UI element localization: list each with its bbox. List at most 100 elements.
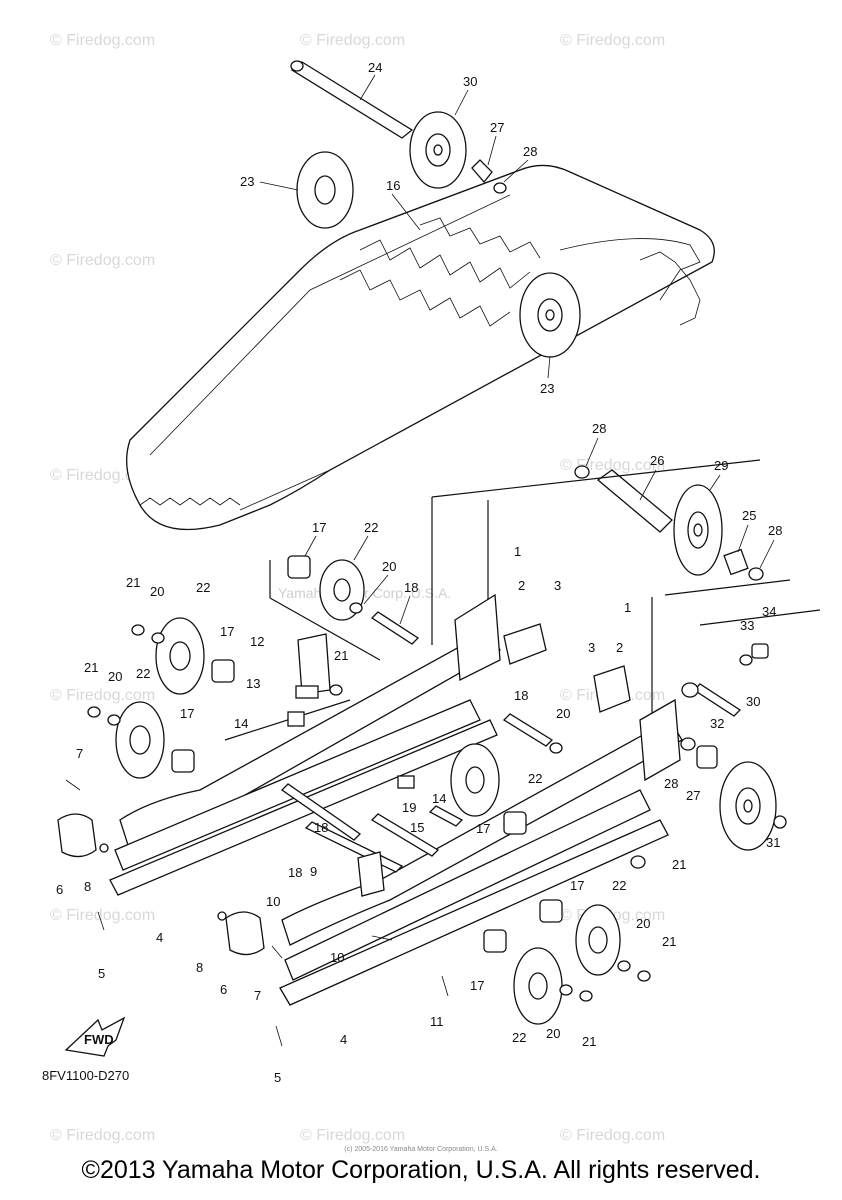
callout-10: 10 — [266, 894, 280, 909]
center-watermark: Yamaha Motor Corp. U.S.A. — [278, 585, 451, 601]
callout-22: 22 — [512, 1030, 526, 1045]
callout-18: 18 — [288, 865, 302, 880]
collar-28b — [574, 465, 590, 479]
nut-21d — [630, 855, 646, 869]
callout-19: 19 — [402, 800, 416, 815]
callout-18: 18 — [404, 580, 418, 595]
guide-6b — [225, 911, 265, 956]
bracket-1b — [593, 665, 631, 713]
copyright-notice: ©2013 Yamaha Motor Corporation, U.S.A. A… — [81, 1156, 761, 1184]
callout-21: 21 — [582, 1034, 596, 1049]
callout-34: 34 — [762, 604, 776, 619]
callout-20: 20 — [546, 1026, 560, 1041]
callout-22: 22 — [612, 878, 626, 893]
callout-20: 20 — [382, 559, 396, 574]
callout-17: 17 — [470, 978, 484, 993]
collar-17d — [503, 811, 527, 835]
watermark: © Firedog.com — [560, 1127, 665, 1144]
callout-18: 18 — [314, 820, 328, 835]
washer-20a — [349, 602, 363, 614]
rear-axle-assembly — [290, 60, 581, 358]
callout-22: 22 — [364, 520, 378, 535]
callout-24: 24 — [368, 60, 382, 75]
callout-25: 25 — [742, 508, 756, 523]
callout-10: 10 — [330, 950, 344, 965]
bracket-13 — [295, 685, 319, 699]
washer-20e — [617, 960, 631, 972]
callout-21: 21 — [126, 575, 140, 590]
callout-28: 28 — [768, 523, 782, 538]
collar-34 — [751, 643, 769, 659]
stopper-12 — [297, 633, 331, 695]
watermark: © Firedog.com — [50, 252, 155, 269]
nut-21c — [87, 706, 101, 718]
callout-18: 18 — [514, 688, 528, 703]
callout-20: 20 — [108, 669, 122, 684]
callout-labels: 24 30 27 28 23 16 23 28 26 29 25 28 17 2… — [56, 60, 782, 1085]
callout-21: 21 — [334, 648, 348, 663]
collar-27b — [696, 745, 718, 769]
callout-11: 11 — [430, 1014, 444, 1029]
callout-5: 5 — [98, 966, 105, 981]
callout-17: 17 — [476, 821, 490, 836]
screw-8b — [217, 911, 227, 921]
callout-32: 32 — [710, 716, 724, 731]
screw-8a — [99, 843, 109, 853]
callout-28: 28 — [592, 421, 606, 436]
washer-20b — [151, 632, 165, 644]
callout-3: 3 — [554, 578, 561, 593]
callout-15: 15 — [410, 820, 424, 835]
callout-28: 28 — [664, 776, 678, 791]
callout-23: 23 — [540, 381, 554, 396]
collar-28d — [680, 737, 696, 751]
nut-21b — [329, 684, 343, 696]
nut-21f — [579, 990, 593, 1002]
nut-21a — [131, 624, 145, 636]
watermark: © Firedog.com — [50, 1127, 155, 1144]
callout-7: 7 — [76, 746, 83, 761]
callout-29: 29 — [714, 458, 728, 473]
rail-right-lower — [279, 819, 669, 1006]
watermark: © Firedog.com — [300, 32, 405, 49]
collar-33 — [739, 654, 753, 666]
callout-26: 26 — [650, 453, 664, 468]
callout-14: 14 — [432, 791, 446, 806]
callout-21: 21 — [662, 934, 676, 949]
callout-4: 4 — [340, 1032, 347, 1047]
callout-3: 3 — [588, 640, 595, 655]
block-14a — [287, 711, 305, 727]
callout-2: 2 — [616, 640, 623, 655]
callout-20: 20 — [150, 584, 164, 599]
lower-wheels — [115, 559, 777, 1025]
bolt-18b — [502, 713, 554, 747]
callout-17: 17 — [570, 878, 584, 893]
collar-17f — [483, 929, 507, 953]
small-copyright: (c) 2005-2016 Yamaha Motor Corporation, … — [344, 1146, 498, 1153]
collar-25 — [723, 548, 749, 576]
callout-17: 17 — [312, 520, 326, 535]
callout-21: 21 — [84, 660, 98, 675]
bracket-1a — [503, 623, 547, 665]
callout-17: 17 — [220, 624, 234, 639]
collar-27a — [471, 159, 493, 184]
callout-22: 22 — [136, 666, 150, 681]
callout-30: 30 — [746, 694, 760, 709]
nut-31 — [773, 815, 787, 829]
callout-21: 21 — [672, 857, 686, 872]
collar-17a — [287, 555, 311, 579]
callout-8: 8 — [196, 960, 203, 975]
leader-lines — [259, 74, 775, 625]
track-belt — [126, 164, 715, 531]
fwd-arrow: FWD — [64, 1016, 126, 1057]
shaft-26 — [596, 469, 673, 533]
callout-28: 28 — [523, 144, 537, 159]
rail-left-lower — [109, 719, 498, 896]
callout-17: 17 — [180, 706, 194, 721]
collar-17c — [171, 749, 195, 773]
upper-right-idler-assembly — [574, 465, 764, 581]
nut-21e — [637, 970, 651, 982]
callout-14: 14 — [234, 716, 248, 731]
diagram-code: 8FV1100-D270 — [42, 1068, 130, 1083]
washer-20f — [559, 984, 573, 996]
